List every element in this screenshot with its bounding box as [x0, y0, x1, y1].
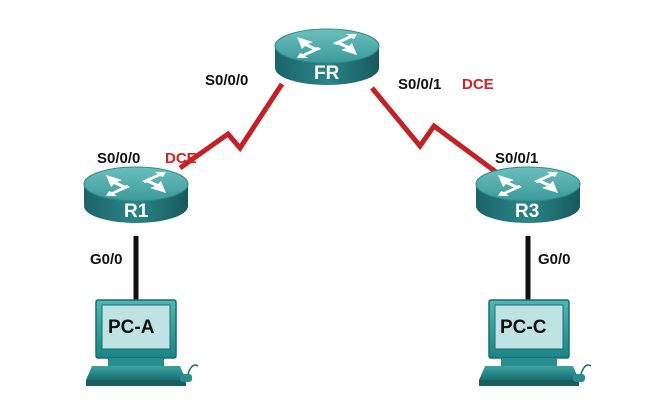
interface-label-r1-g00: G0/0 — [90, 251, 123, 268]
interface-label-fr-s001: S0/0/1 — [398, 76, 442, 93]
router-label-r3: R3 — [515, 201, 540, 222]
dce-label-r1: DCE — [165, 150, 197, 167]
pc-label-c: PC-C — [500, 317, 547, 338]
interface-label-r3-g00: G0/0 — [538, 251, 571, 268]
serial-link-fr-r1 — [178, 82, 285, 171]
pc-c[interactable] — [478, 299, 592, 387]
router-label-r1: R1 — [124, 201, 149, 222]
dce-label-fr: DCE — [462, 76, 494, 93]
pc-label-a: PC-A — [108, 317, 155, 338]
pc-icon — [85, 299, 199, 387]
interface-label-r1-s000: S0/0/0 — [97, 150, 141, 167]
interface-label-r3-s001: S0/0/1 — [495, 150, 539, 167]
pc-icon — [478, 299, 592, 387]
interface-label-fr-s000: S0/0/0 — [205, 72, 249, 89]
pc-a[interactable] — [85, 299, 199, 387]
serial-link-fr-r3 — [370, 86, 498, 175]
router-label-fr: FR — [314, 63, 340, 84]
